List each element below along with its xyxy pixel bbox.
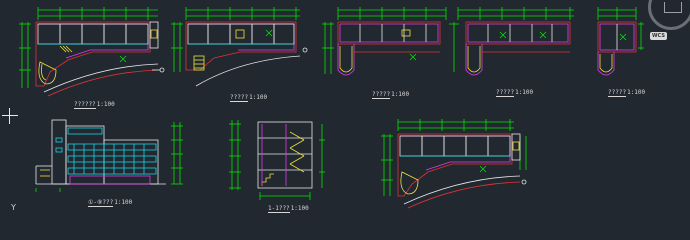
plan-1-scale: 1:100 [96,101,115,108]
plan-1-title: ??????1:100 [74,101,115,109]
floor-plan-3 [322,7,447,76]
cad-model-space[interactable]: ??????1:100 ?????1:100 ?????1:100 ?????1… [0,0,690,230]
cad-drawing-area[interactable] [0,0,690,230]
plan-1-title-text: ?????? [74,101,96,109]
plan-3-title: ?????1:100 [372,91,410,99]
plan-2-title-text: ????? [230,94,249,102]
plan-4-title: ?????1:100 [496,89,534,97]
section-title: 1-1???1:100 [268,205,309,213]
floor-plan-4 [449,7,574,76]
elevation-title-text: ①-⑨??? [88,199,114,207]
floor-plan-2 [171,7,308,87]
plan-3-title-text: ????? [372,91,391,99]
plan-2-title: ?????1:100 [230,94,268,102]
plan-4-title-text: ????? [496,89,515,97]
elevation-title: ①-⑨???1:100 [88,199,133,207]
plan-5-title-text: ????? [608,89,627,97]
viewcube-cube-icon[interactable] [664,2,682,13]
crosshair-cursor-vertical [9,108,10,124]
section-title-text: 1-1??? [268,205,290,213]
plan-5-scale: 1:100 [627,89,646,96]
plan-4-scale: 1:100 [515,89,534,96]
plan-3-scale: 1:100 [391,91,410,98]
plan-2-scale: 1:100 [249,94,268,101]
wcs-menu-button[interactable]: WCS [650,32,667,40]
elevation-scale: 1:100 [114,199,133,206]
elevation-drawing [35,119,183,192]
crosshair-cursor-horizontal [2,115,18,116]
plan-5-title: ?????1:100 [608,89,646,97]
floor-plan-6 [381,119,527,209]
viewcube-compass-ring[interactable] [648,0,690,30]
section-scale: 1:100 [290,205,309,212]
section-drawing [229,120,325,200]
floor-plan-1 [19,7,165,97]
floor-plan-5 [597,7,644,76]
ucs-y-axis-icon: Y [11,203,16,212]
